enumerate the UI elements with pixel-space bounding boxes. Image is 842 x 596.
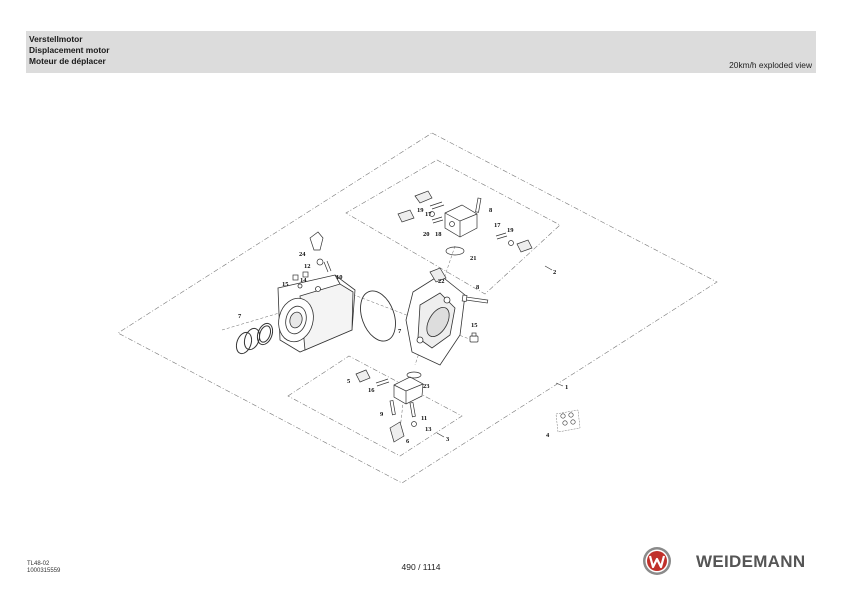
callout-13: 13 (425, 426, 432, 433)
callout-11: 11 (421, 415, 427, 422)
top-valve-block (397, 190, 533, 283)
callout-3: 3 (446, 436, 450, 443)
outline-group-3 (287, 355, 463, 457)
callout-23: 23 (423, 383, 430, 390)
motor-housing (277, 274, 356, 353)
outline-group-2 (345, 159, 561, 295)
callout-2: 2 (553, 269, 556, 276)
title-french: Moteur de déplacer (29, 56, 106, 66)
callout-14: 14 (300, 277, 307, 284)
callout-17-left: 17 (425, 211, 432, 218)
callout-10: 10 (336, 274, 343, 281)
callout-17-right: 17 (494, 222, 501, 229)
snap-rings (235, 322, 274, 355)
port-plate (405, 274, 466, 366)
group-outlines (117, 132, 718, 484)
outline-group-1 (117, 132, 718, 484)
document-number: 1000315559 (27, 568, 61, 574)
bolt (461, 294, 489, 304)
callout-21: 21 (470, 255, 477, 262)
callout-7-left: 7 (238, 313, 242, 320)
model-code: TL48-02 (27, 561, 50, 567)
title-english: Displacement motor (29, 45, 110, 55)
callout-ticks (436, 265, 564, 438)
o-ring (360, 290, 396, 342)
callout-6: 6 (406, 438, 410, 445)
top-fittings (292, 231, 332, 281)
callout-15-right: 15 (471, 322, 478, 329)
page-header: Verstellmotor Displacement motor Moteur … (26, 31, 816, 73)
weidemann-logo-icon (643, 547, 671, 575)
callout-19-right: 19 (507, 227, 514, 234)
callout-7-right: 7 (398, 328, 402, 335)
callout-24: 24 (299, 251, 306, 258)
callout-5: 5 (347, 378, 351, 385)
callout-1: 1 (565, 384, 568, 391)
callout-22: 22 (438, 278, 445, 285)
title-german: Verstellmotor (29, 34, 83, 44)
view-label: 20km/h exploded view (729, 60, 812, 70)
callout-8-mid: 8 (476, 284, 480, 291)
brand-name: WEIDEMANN (696, 552, 806, 571)
bottom-valve-block (355, 369, 424, 443)
callout-8-top: 8 (489, 207, 493, 214)
callout-18: 18 (435, 231, 442, 238)
callout-20: 20 (423, 231, 430, 238)
callout-15-left: 15 (282, 281, 289, 288)
callout-19-left: 19 (417, 207, 424, 214)
callout-4: 4 (546, 432, 550, 439)
callout-9: 9 (380, 411, 384, 418)
callout-numbers: 1 2 3 4 5 6 7 7 8 8 9 10 11 12 13 14 15 … (238, 207, 568, 445)
callout-16: 16 (368, 387, 375, 394)
brand-logo: WEIDEMANN (641, 546, 821, 576)
page-number: 490 / 1114 (401, 562, 441, 572)
plug-right (469, 332, 479, 343)
callout-12: 12 (304, 263, 311, 270)
seal-kit (555, 409, 581, 433)
